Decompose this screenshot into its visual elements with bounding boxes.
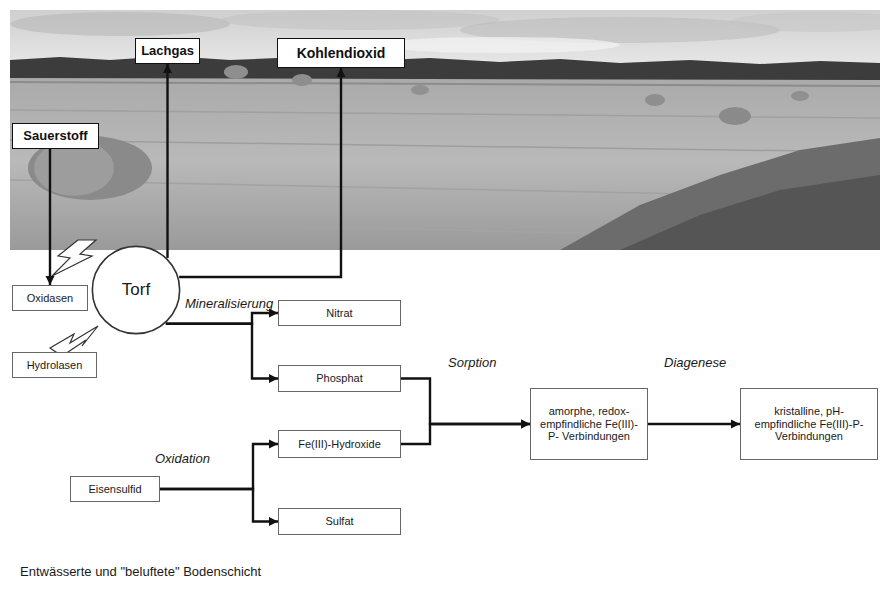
node-text: Sauerstoff xyxy=(23,129,87,144)
flow-arrow xyxy=(648,423,740,425)
compound-box: amorphe, redox- empfindliche Fe(III)-P- … xyxy=(530,388,648,460)
photo-content xyxy=(10,10,880,250)
node-text: Eisensulfid xyxy=(88,483,141,496)
node-text: Phosphat xyxy=(316,372,362,385)
process-label: Diagenese xyxy=(664,356,726,371)
compound-box: kristalline, pH- empfindliche Fe(III)-P-… xyxy=(740,388,878,460)
flow-arrow xyxy=(179,68,341,277)
node-text: Fe(III)-Hydroxide xyxy=(298,438,381,451)
process-box: Sulfat xyxy=(278,508,401,535)
flow-arrow xyxy=(401,379,530,425)
peat-circle: Torf xyxy=(91,245,181,335)
layer-caption: Entwässerte und "beluftete" Bodenschicht xyxy=(20,565,261,580)
node-text: Lachgas xyxy=(141,44,194,59)
enzyme-box: Hydrolasen xyxy=(12,352,97,378)
gas-box: Sauerstoff xyxy=(12,123,99,149)
flow-arrow xyxy=(166,313,278,324)
process-box: Fe(III)-Hydroxide xyxy=(278,430,401,458)
flow-arrow xyxy=(166,324,278,379)
gas-box: Lachgas xyxy=(135,38,200,64)
gas-box: Kohlendioxid xyxy=(277,38,405,68)
node-text: Kohlendioxid xyxy=(297,45,386,61)
node-text: Torf xyxy=(122,280,150,300)
flow-arrow xyxy=(160,444,278,489)
process-label: Sorption xyxy=(448,356,496,371)
process-box: Eisensulfid xyxy=(70,476,160,502)
node-text: Hydrolasen xyxy=(27,359,83,372)
node-text: amorphe, redox- empfindliche Fe(III)-P- … xyxy=(536,405,642,443)
process-label: Mineralisierung xyxy=(185,297,273,312)
flow-arrow xyxy=(401,424,530,444)
enzyme-box: Oxidasen xyxy=(12,285,88,311)
node-text: kristalline, pH- empfindliche Fe(III)-P-… xyxy=(746,405,872,443)
process-label: Oxidation xyxy=(155,452,210,467)
flow-arrow xyxy=(160,489,278,522)
node-text: Nitrat xyxy=(326,307,352,320)
flow-arrow xyxy=(166,64,168,258)
node-text: Oxidasen xyxy=(27,292,73,305)
node-text: Sulfat xyxy=(325,515,353,528)
lightning-symbol xyxy=(52,240,96,276)
flow-arrow xyxy=(49,149,51,285)
process-box: Phosphat xyxy=(278,365,401,392)
process-box: Nitrat xyxy=(278,300,401,326)
